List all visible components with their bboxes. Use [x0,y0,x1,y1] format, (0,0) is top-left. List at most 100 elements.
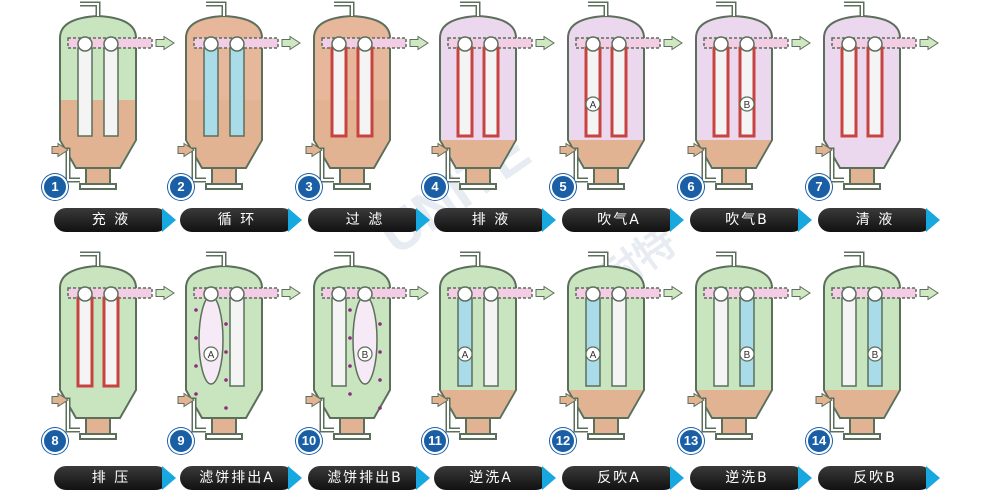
vent-pipe [206,1,227,16]
flow-arrow-in [51,142,69,158]
flow-arrow-out [535,35,555,51]
flow-arrow-out [535,285,555,301]
outlet-flange [715,433,753,440]
cake-particle [194,336,198,340]
next-step-arrow [798,466,812,490]
element-head-b [103,286,119,302]
flow-arrow-out [281,35,301,51]
step-label: 吹气A [562,208,676,232]
element-marker-a [585,346,601,362]
vessel-illustration [815,1,939,190]
vent-pipe [80,251,101,266]
element-b [229,47,245,137]
vent-pipe-inner [206,3,225,16]
step-number-badge: 3 [296,174,322,200]
element-letter-a: A [462,350,469,361]
element-head-b [103,36,119,52]
vent-pipe-inner [460,3,479,16]
element-a [76,296,94,388]
vessel-illustration [431,1,555,190]
vent-pipe [588,251,609,266]
cake-particle [378,350,382,354]
element-b [867,297,883,387]
bottom-outlet [721,417,747,435]
element-head-a [841,286,857,302]
outlet-flange [587,433,625,440]
step-number-badge: 6 [678,174,704,200]
flow-arrow-in [815,142,833,158]
step-label: 清 液 [818,208,932,232]
element-marker-b [739,96,755,112]
bottom-outlet [339,417,365,435]
vessel-illustration [51,1,175,190]
vent-pipe-inner [588,253,607,266]
element-letter-b: B [744,350,751,361]
outlet-flange [79,183,117,190]
element-head-a [77,36,93,52]
vessel-illustration [305,1,429,190]
next-step-arrow [798,208,812,232]
liquid-level [697,140,771,167]
vessel-illustration: A [559,251,683,440]
step-number-badge: 7 [806,174,832,200]
flow-arrow-out [155,285,175,301]
element-a [585,297,601,387]
element-a [456,46,474,138]
step-label: 逆洗B [690,466,804,490]
vent-pipe-inner [80,3,99,16]
element-a-discharging [198,295,224,385]
flow-arrow-in [559,142,577,158]
element-a [331,297,347,387]
next-step-arrow [542,466,556,490]
vent-pipe [588,1,609,16]
liquid-level [441,390,515,417]
flow-arrow-in [559,392,577,408]
element-a [712,46,730,138]
step-number-badge: 9 [168,428,194,454]
element-a [713,297,729,387]
element-head-a [203,36,219,52]
next-step-arrow [926,208,940,232]
step-number-badge: 2 [168,174,194,200]
vent-pipe-inner [588,3,607,16]
flow-arrow-in [431,392,449,408]
element-marker-a [203,346,219,362]
cake-particle [194,392,198,396]
bottom-outlet [593,417,619,435]
element-head-a [585,286,601,302]
liquid-level [441,140,515,167]
vessel-illustration: A [177,251,301,440]
vent-pipe [844,1,865,16]
vessel-illustration: B [687,1,811,190]
cake-particle [194,308,198,312]
liquid-level [187,100,261,167]
next-step-arrow [288,466,302,490]
cake-particle [378,406,382,410]
element-b [611,297,627,387]
next-step-arrow [288,208,302,232]
next-step-arrow [926,466,940,490]
element-head-b [867,286,883,302]
bottom-outlet [721,167,747,185]
cake-particle [348,308,352,312]
element-head-a [713,36,729,52]
cake-particle [224,350,228,354]
liquid-level [569,390,643,417]
element-letter-a: A [590,350,597,361]
element-b [738,46,756,138]
liquid-level [825,390,899,417]
next-step-arrow [162,466,176,490]
element-b [739,297,755,387]
vent-pipe [716,1,737,16]
cake-particle [224,406,228,410]
bottom-outlet [339,167,365,185]
next-step-arrow [542,208,556,232]
